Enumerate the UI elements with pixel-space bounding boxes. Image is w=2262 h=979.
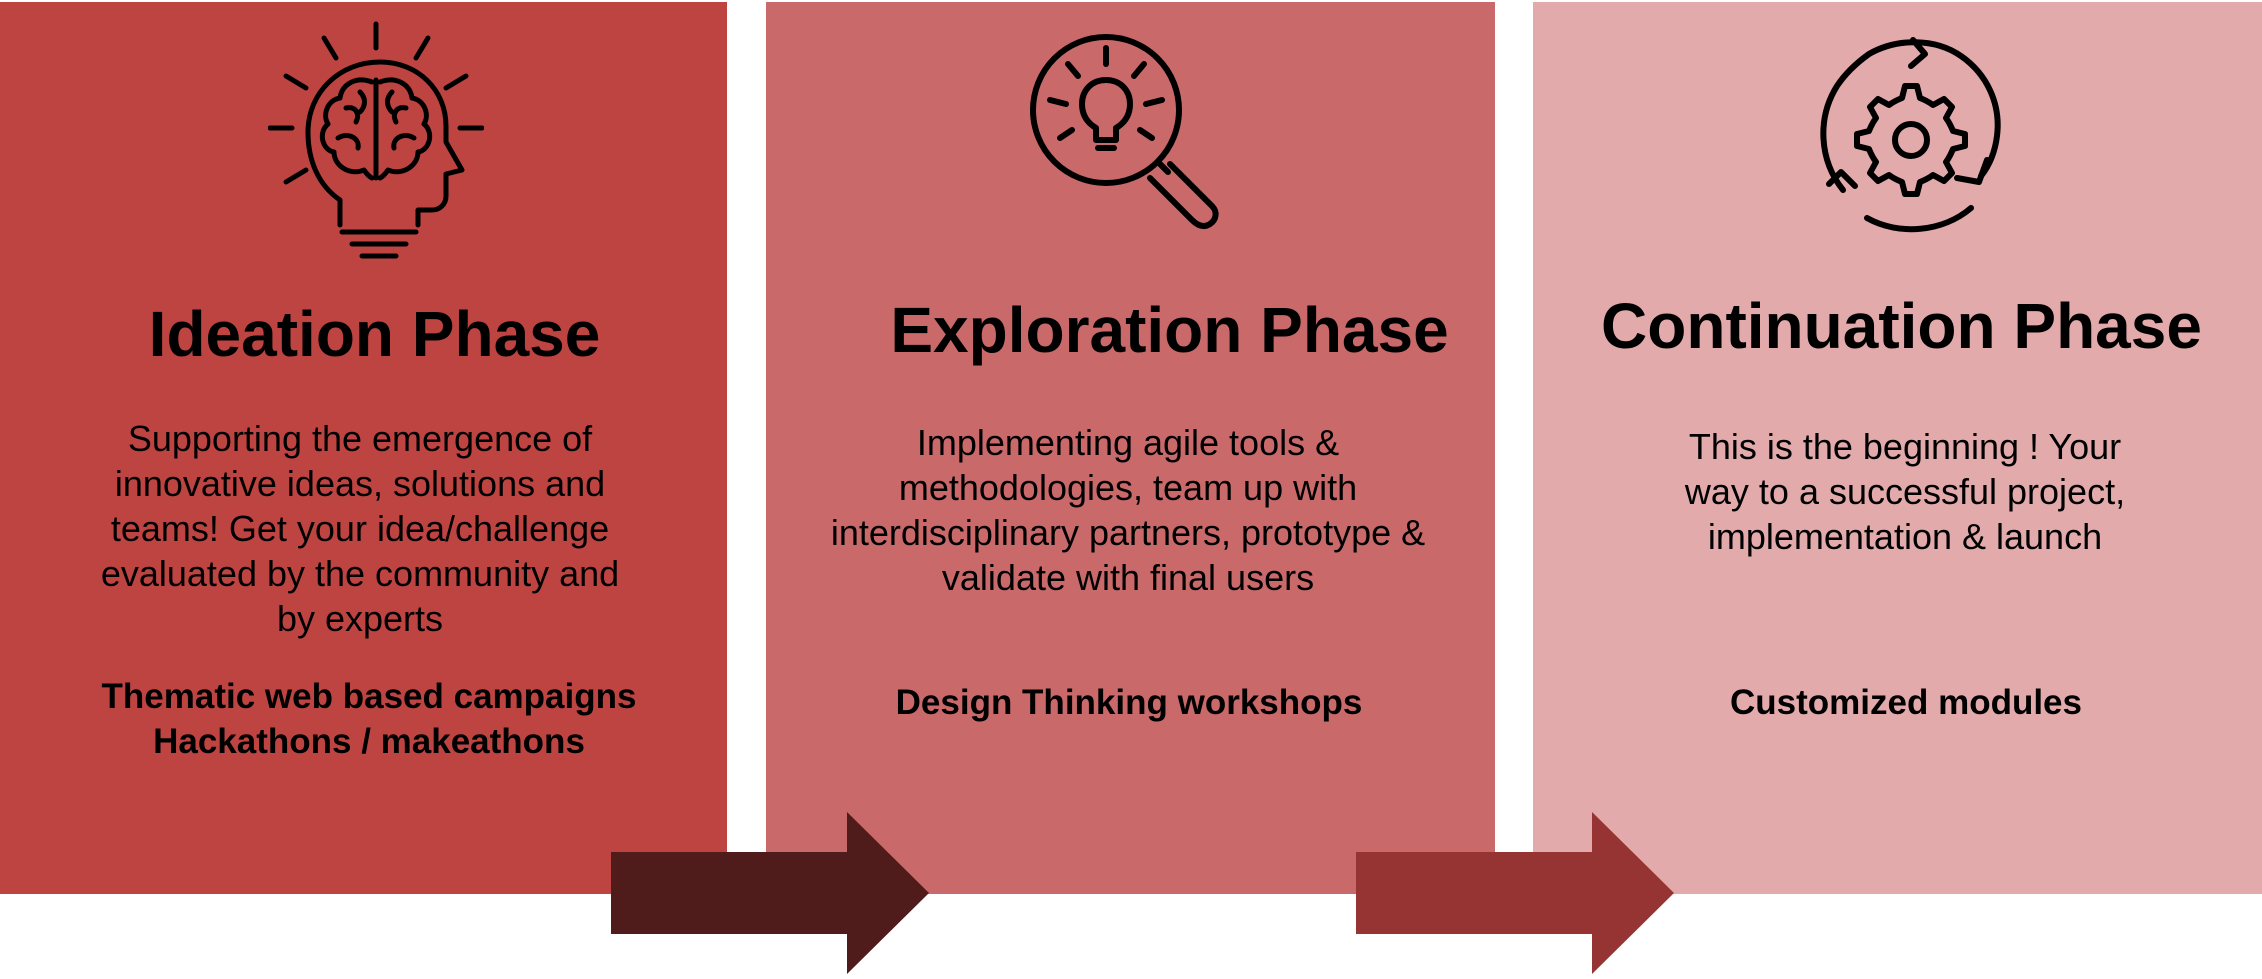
phase-title: Exploration Phase — [890, 294, 1449, 366]
brain-head-icon — [268, 20, 484, 265]
phase-tagline: Design Thinking workshops — [895, 683, 1363, 722]
arrow-right-icon — [611, 812, 929, 979]
phase-description: This is the beginning ! Your way to a su… — [1684, 426, 2126, 557]
phase-title: Ideation Phase — [148, 298, 601, 370]
magnifier-lightbulb-icon — [1030, 34, 1230, 234]
phase-tagline: Customized modules — [1730, 683, 2082, 722]
exploration-phase-panel: Exploration Phase Implementing agile too… — [766, 2, 1495, 894]
ideation-phase-panel: Ideation Phase Supporting the emergence … — [0, 2, 727, 894]
phase-title: Continuation Phase — [1601, 290, 2202, 362]
phase-tagline: Hackathons / makeathons — [153, 722, 585, 761]
continuation-phase-panel: Continuation Phase This is the beginning… — [1533, 2, 2262, 894]
gear-cycle-icon — [1811, 32, 2011, 242]
phase-description: Implementing agile tools & methodologies… — [830, 422, 1426, 598]
phase-tagline: Thematic web based campaigns — [101, 677, 637, 716]
phase-description: Supporting the emergence of innovative i… — [100, 418, 620, 639]
arrow-right-icon — [1356, 812, 1674, 979]
